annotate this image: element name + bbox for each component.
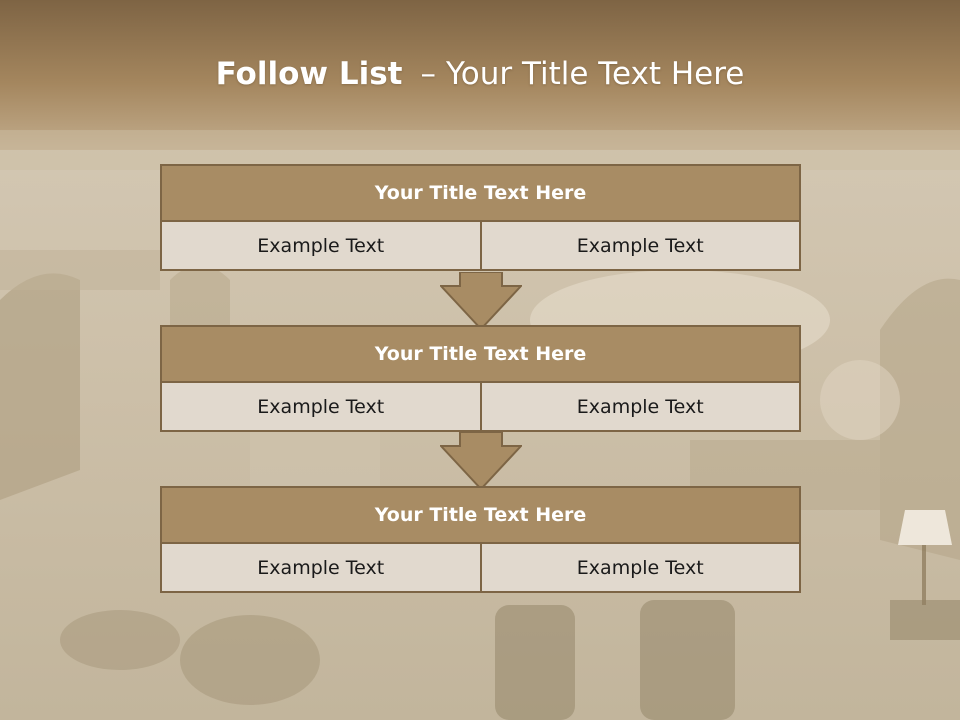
title-dash: – <box>420 56 436 92</box>
list-block-3: Your Title Text Here Example Text Exampl… <box>160 486 801 593</box>
block-title: Your Title Text Here <box>162 166 799 222</box>
title-area: Follow List–Your Title Text Here <box>0 0 960 150</box>
list-block-2: Your Title Text Here Example Text Exampl… <box>160 325 801 432</box>
title-rest: Your Title Text Here <box>445 56 745 92</box>
block-title: Your Title Text Here <box>162 327 799 383</box>
block-cell-left: Example Text <box>162 383 480 430</box>
block-cell-left: Example Text <box>162 544 480 591</box>
down-arrow-icon <box>440 432 522 490</box>
block-cell-right: Example Text <box>479 383 799 430</box>
block-row: Example Text Example Text <box>162 544 799 591</box>
list-block-1: Your Title Text Here Example Text Exampl… <box>160 164 801 271</box>
block-cell-right: Example Text <box>479 544 799 591</box>
title-bold-part: Follow List <box>215 56 403 92</box>
block-cell-left: Example Text <box>162 222 480 269</box>
block-row: Example Text Example Text <box>162 383 799 430</box>
slide-title: Follow List–Your Title Text Here <box>216 56 745 92</box>
block-title: Your Title Text Here <box>162 488 799 544</box>
block-cell-right: Example Text <box>479 222 799 269</box>
block-row: Example Text Example Text <box>162 222 799 269</box>
down-arrow-icon <box>440 272 522 330</box>
